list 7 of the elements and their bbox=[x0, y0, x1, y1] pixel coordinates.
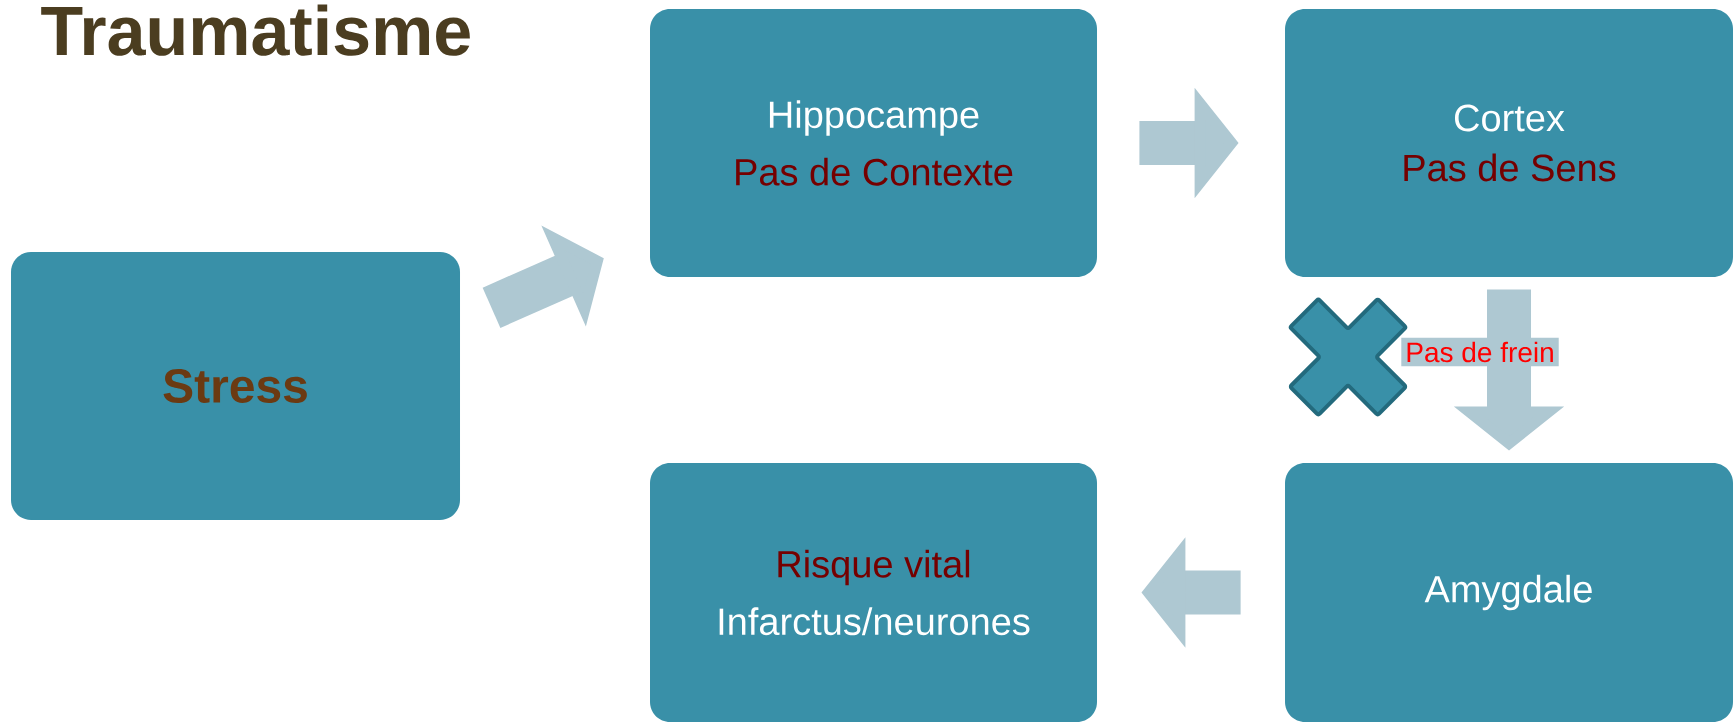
process-box: Risque vital Infarctus/neurones bbox=[650, 463, 1097, 722]
process-box: Stress bbox=[11, 252, 460, 520]
process-box: Amygdale bbox=[1285, 463, 1733, 722]
edge-label: Pas de frein bbox=[1401, 337, 1559, 367]
title: Traumatisme bbox=[41, 4, 470, 56]
process-box: Hippocampe Pas de Contexte bbox=[650, 9, 1097, 277]
process-box: Cortex Pas de Sens bbox=[1285, 9, 1733, 277]
